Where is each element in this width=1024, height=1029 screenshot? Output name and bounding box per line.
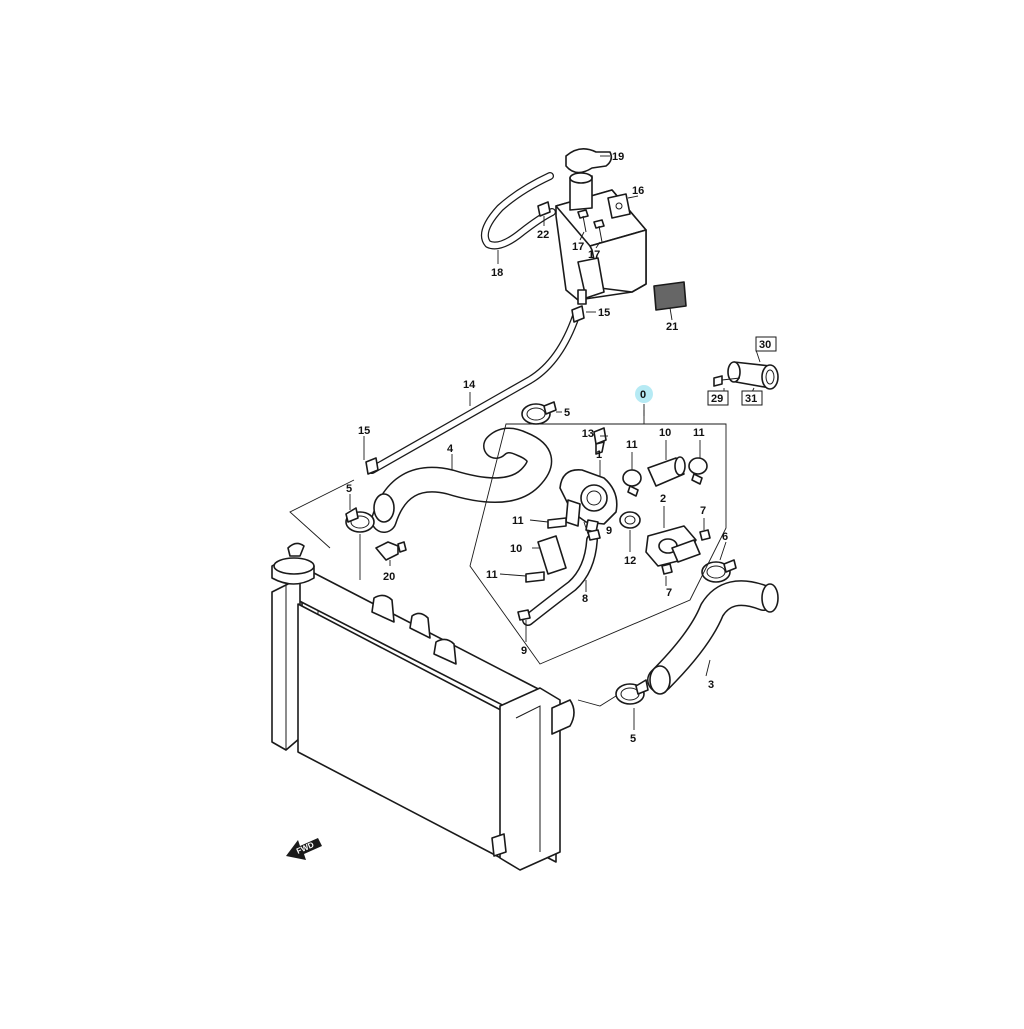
- pipe-10-upper: [647, 456, 686, 487]
- callout-14: 14: [463, 379, 476, 391]
- callout-31: 31: [745, 393, 757, 405]
- callout-9a: 9: [606, 525, 612, 537]
- overflow-hose: [481, 172, 556, 250]
- callout-16: 16: [632, 185, 644, 197]
- fwd-arrow: FWD: [286, 838, 322, 860]
- clamp-11-upper-left: [622, 469, 642, 497]
- temp-sensor-20: [375, 541, 407, 561]
- callout-3: 3: [708, 679, 714, 691]
- hose-clamp-6: [701, 559, 737, 583]
- callout-9b: 9: [521, 645, 527, 657]
- reservoir-tank: [555, 172, 647, 305]
- callout-7b: 7: [666, 587, 672, 599]
- clamp-11-lower-b: [525, 571, 545, 583]
- callout-labels: 19 16 22 17 17 18 21 15 14 5 15 4 5 20 1…: [346, 151, 777, 745]
- callout-2: 2: [660, 493, 666, 505]
- callout-10b: 10: [510, 543, 522, 555]
- callout-5a: 5: [564, 407, 570, 419]
- bolt-7-bottom: [661, 563, 673, 575]
- hose-clamp-5-bottom: [615, 679, 649, 705]
- callout-box-29: [707, 390, 729, 406]
- small-clamp-15-top: [571, 305, 585, 323]
- callout-12: 12: [624, 555, 636, 567]
- callout-13: 13: [582, 428, 594, 440]
- hose-3: [647, 580, 779, 695]
- hose-clamp-5-top: [521, 401, 557, 425]
- thermostat-cover: [645, 525, 701, 567]
- thermostat-housing: [559, 469, 618, 533]
- callout-0: 0: [640, 389, 646, 401]
- assembly-outline: [469, 423, 727, 665]
- callout-19: 19: [612, 151, 624, 163]
- callout-11a: 11: [626, 439, 638, 451]
- bolt-7-top: [699, 529, 711, 541]
- callout-box-31: [741, 390, 763, 406]
- thermostat: [619, 511, 641, 529]
- callout-5c: 5: [630, 733, 636, 745]
- clamp-11-upper-right: [688, 457, 708, 485]
- callout-17b: 17: [588, 249, 600, 261]
- callout-11b: 11: [693, 427, 705, 439]
- callout-box-30: [755, 336, 777, 352]
- callout-1: 1: [596, 449, 602, 461]
- radiator: [271, 542, 575, 871]
- hose-4: [371, 427, 553, 533]
- callout-6: 6: [722, 531, 728, 543]
- small-clamp-15-left: [365, 457, 379, 475]
- callout-4: 4: [447, 443, 454, 455]
- callout-8: 8: [582, 593, 588, 605]
- callout-15a: 15: [598, 307, 610, 319]
- callout-11d: 11: [486, 569, 498, 581]
- callout-18: 18: [491, 267, 503, 279]
- callout-0-highlight: [635, 385, 653, 403]
- callout-7a: 7: [700, 505, 706, 517]
- callout-22: 22: [537, 229, 549, 241]
- callout-5b: 5: [346, 483, 352, 495]
- clamp-11-lower-a: [547, 517, 567, 529]
- hose-joint-assembly: [713, 361, 779, 390]
- callout-17a: 17: [572, 241, 584, 253]
- callout-21: 21: [666, 321, 678, 333]
- small-clamp-22: [537, 201, 551, 217]
- callout-20: 20: [383, 571, 395, 583]
- pipe-10-lower: [537, 535, 567, 575]
- clamp-9-b: [517, 609, 531, 621]
- callout-10a: 10: [659, 427, 671, 439]
- hose-14: [368, 312, 580, 474]
- callout-30: 30: [759, 339, 771, 351]
- reservoir-cap: [565, 148, 613, 174]
- clamp-9-a: [587, 529, 601, 541]
- pad-21: [653, 281, 687, 311]
- hose-8: [522, 534, 598, 626]
- callout-15b: 15: [358, 425, 370, 437]
- callout-11c: 11: [512, 515, 524, 527]
- callout-29: 29: [711, 393, 723, 405]
- hose-clamp-5-left: [345, 507, 375, 533]
